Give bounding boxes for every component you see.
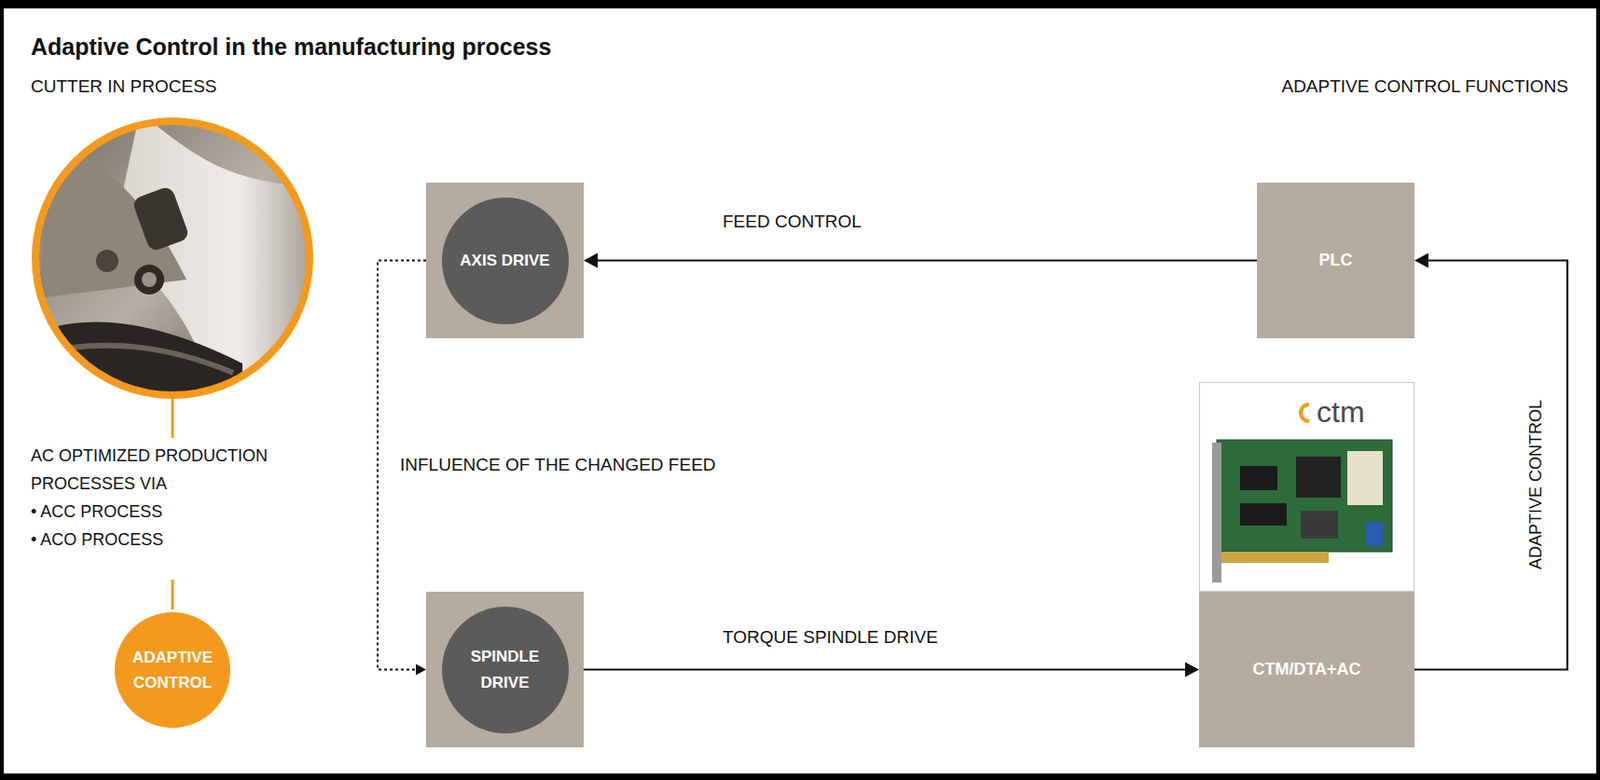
edge-label: INFLUENCE OF THE CHANGED FEED: [400, 455, 717, 476]
process-box: CTM/DTA+AC: [1199, 592, 1415, 748]
cutter-photo: [27, 111, 327, 411]
logo-text: ctm: [1316, 393, 1366, 431]
card-panel: [1200, 383, 1415, 593]
arrow-connector: [583, 253, 1257, 269]
frame-bar: [0, 0, 1600, 9]
arrow-connector: [583, 662, 1200, 678]
photo-ring: [35, 121, 310, 396]
edge-label: TORQUE SPINDLE DRIVE: [722, 627, 938, 649]
node-label: PLC: [1319, 247, 1353, 275]
drive-circle: AXIS DRIVE: [441, 197, 569, 325]
arrow-connector: [1414, 253, 1568, 671]
leader-line: [171, 579, 175, 610]
terminal-circle: ADAPTIVE CONTROL: [114, 612, 231, 729]
node-label: AXIS DRIVE: [459, 248, 550, 274]
logo-mark: [1300, 404, 1310, 422]
node-label: ADAPTIVE CONTROL: [122, 645, 223, 696]
node-label: CTM/DTA+AC: [1252, 656, 1361, 684]
bullet-item: • ACC PROCESS: [30, 497, 163, 526]
section-heading: CUTTER IN PROCESS: [30, 76, 218, 97]
frame-bar: [1596, 0, 1600, 780]
edge-label: ADAPTIVE CONTROL: [1526, 400, 1546, 570]
drive-box: AXIS DRIVE: [426, 182, 584, 339]
frame-bar: [0, 773, 1600, 780]
diagram-title: Adaptive Control in the manufacturing pr…: [30, 33, 552, 61]
note-text: AC OPTIMIZED PRODUCTION PROCESSES VIA: [30, 441, 367, 498]
section-heading: ADAPTIVE CONTROL FUNCTIONS: [1281, 76, 1569, 97]
frame-bar: [0, 0, 4, 780]
leader-line: [171, 399, 175, 439]
edge-label: FEED CONTROL: [722, 211, 862, 233]
process-box: PLC: [1256, 182, 1415, 339]
bullet-item: • ACO PROCESS: [30, 525, 164, 554]
drive-circle: SPINDLE DRIVE: [441, 606, 569, 734]
pcb-card: [1212, 440, 1393, 583]
drive-box: SPINDLE DRIVE: [426, 592, 584, 748]
node-label: SPINDLE DRIVE: [455, 644, 556, 695]
